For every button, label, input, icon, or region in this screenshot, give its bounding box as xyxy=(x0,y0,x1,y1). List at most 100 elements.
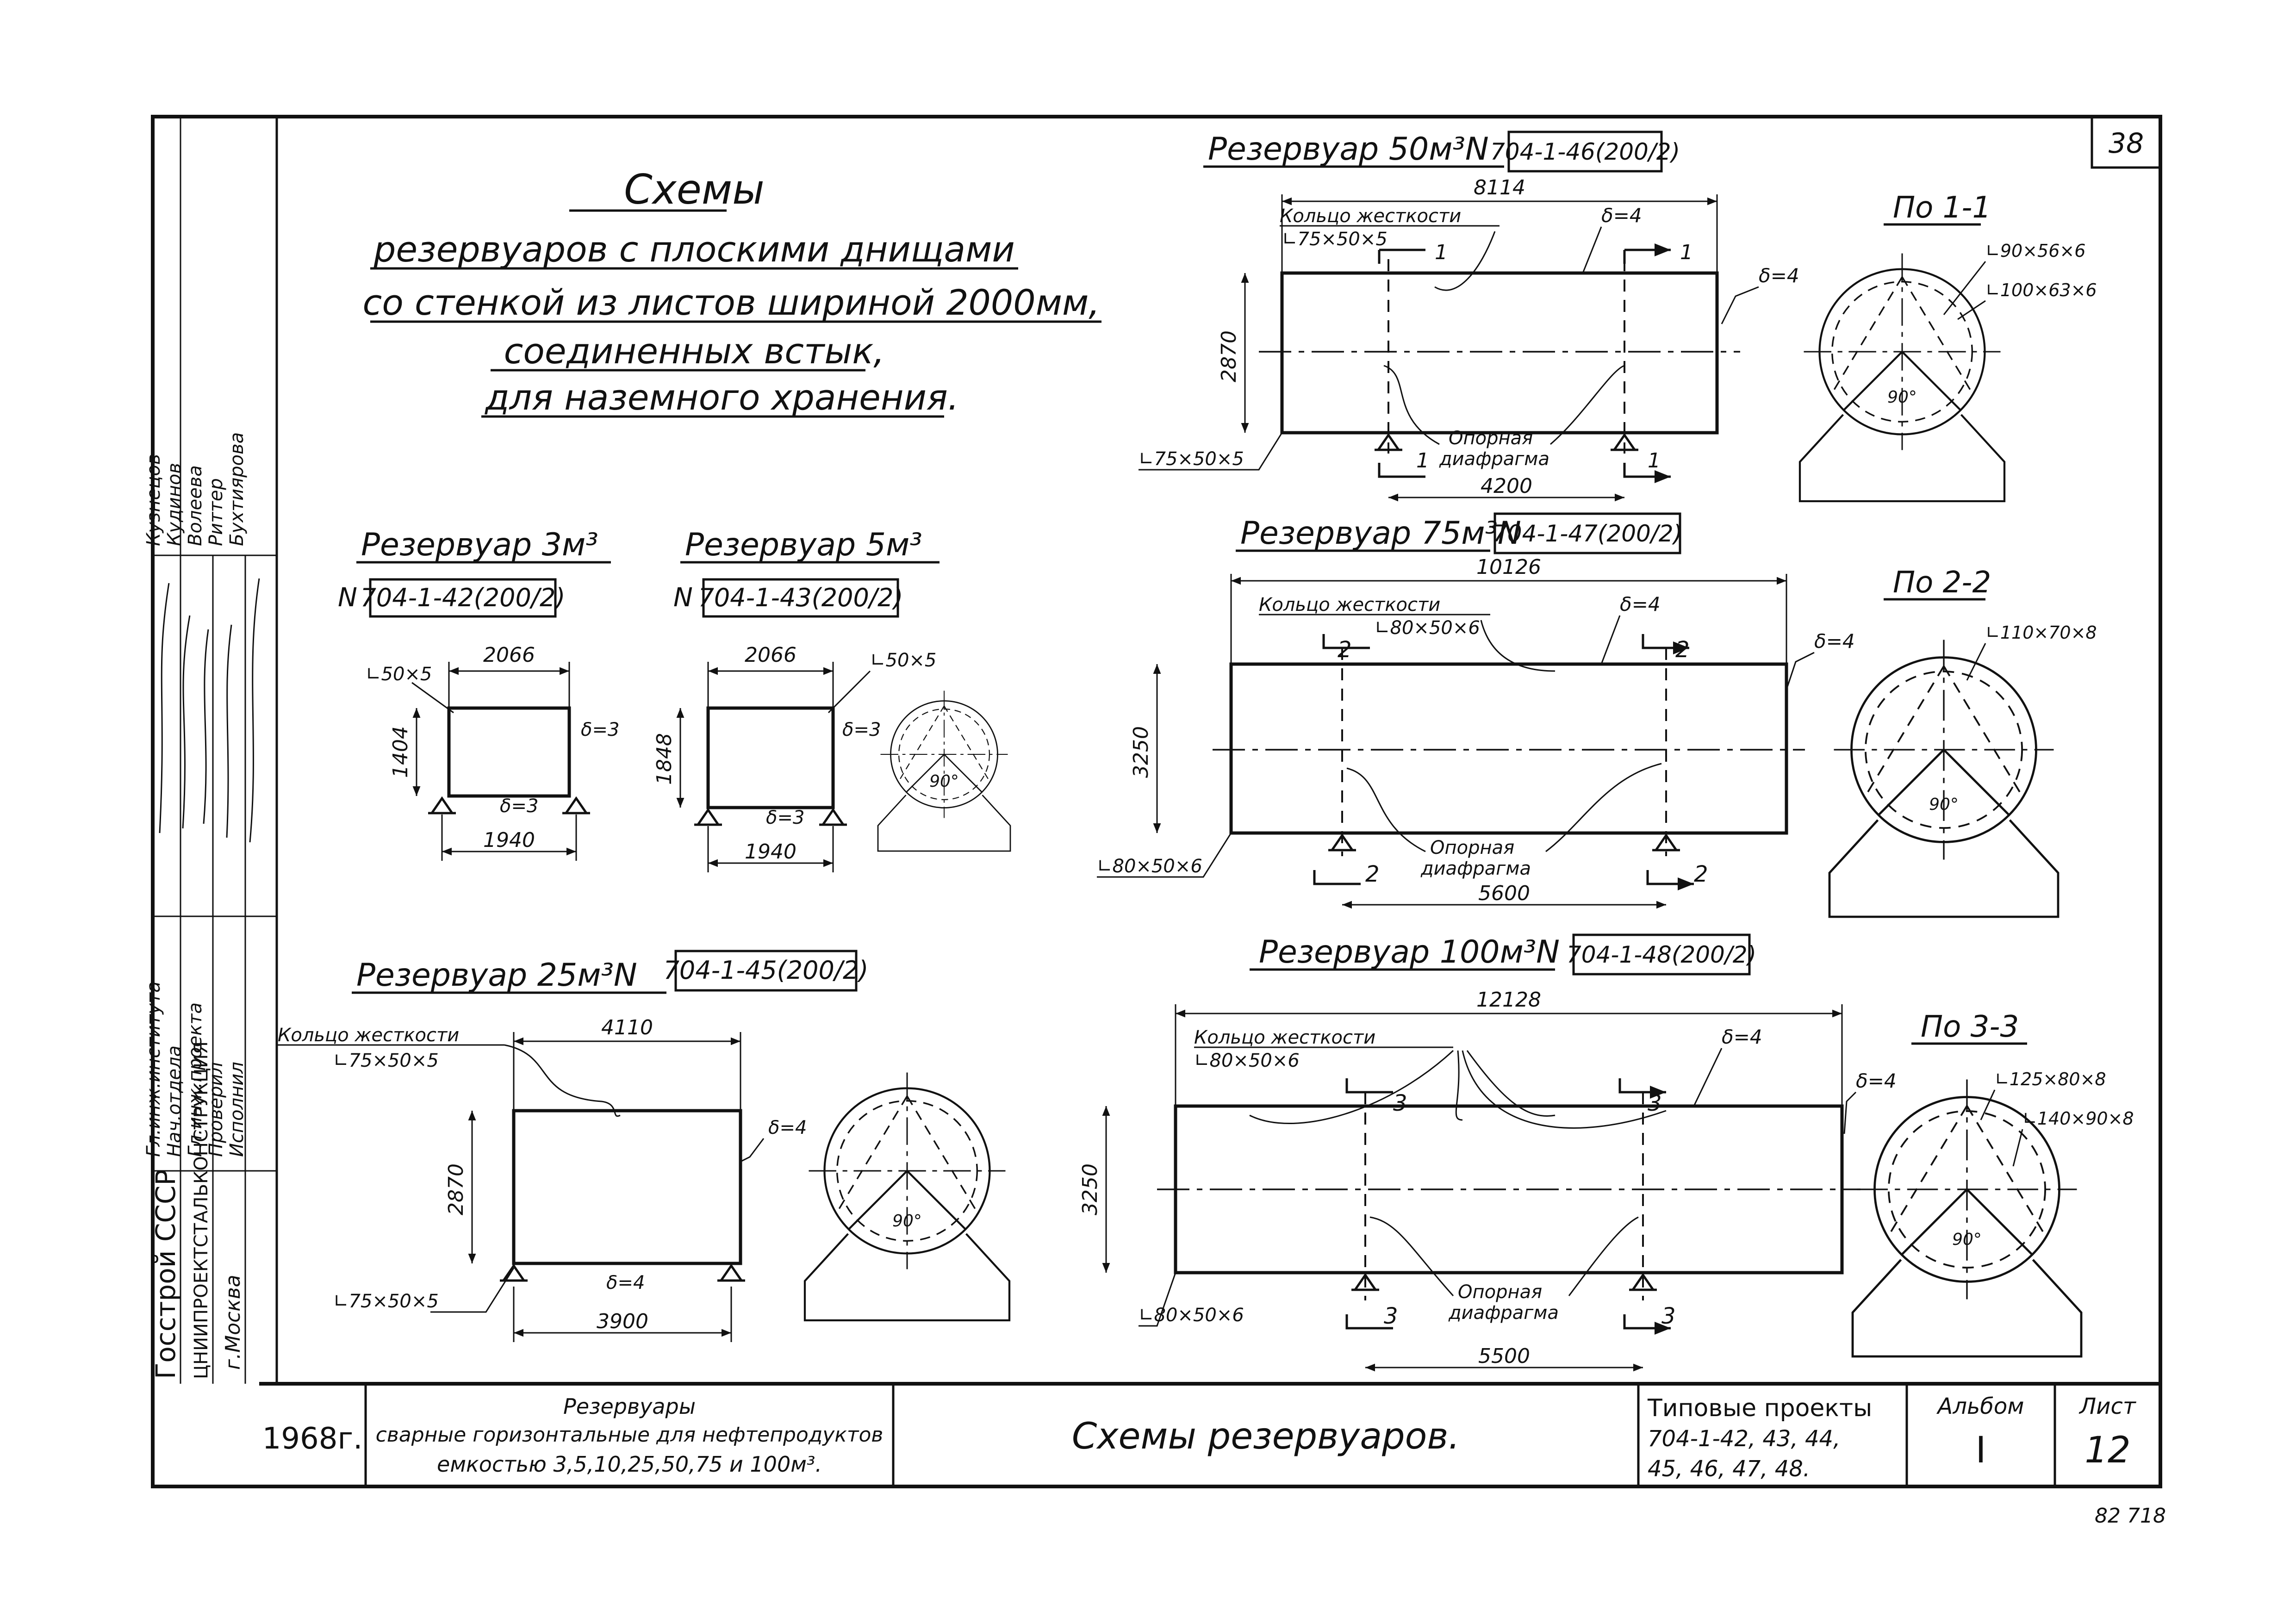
svg-text:Лист: Лист xyxy=(2078,1393,2137,1419)
svg-text:Проверил: Проверил xyxy=(205,1062,227,1157)
svg-text:2: 2 xyxy=(1338,637,1352,663)
svg-text:Гл.инж.института: Гл.инж.института xyxy=(143,981,164,1157)
tank-3-angle: ∟50×5 xyxy=(366,664,432,685)
svg-text:∟140×90×8: ∟140×90×8 xyxy=(2022,1108,2134,1129)
svg-text:2: 2 xyxy=(1365,861,1380,887)
svg-text:1: 1 xyxy=(1416,449,1429,473)
stamp-album: I xyxy=(1975,1430,1986,1471)
tank-25-support: 3900 xyxy=(597,1310,648,1333)
tank-5-section xyxy=(877,690,1011,852)
tank-100-length: 12128 xyxy=(1476,988,1541,1012)
svg-text:δ=3: δ=3 xyxy=(500,796,538,817)
tank-75-height: 3250 xyxy=(1129,726,1153,778)
tank-75-support: 5600 xyxy=(1478,882,1530,905)
title-block: 1968г. Резервуары сварные горизонтальные… xyxy=(259,1382,2160,1486)
tank-75-section-title: По 2-2 xyxy=(1893,566,1991,600)
svg-text:δ=4: δ=4 xyxy=(768,1117,807,1138)
main-title: Схемы резервуаров с плоскими днищами со … xyxy=(363,166,1101,418)
tank-100-section-title: По 3-3 xyxy=(1921,1010,2019,1044)
side-org: Госстрой СССР xyxy=(150,1169,181,1379)
tank-50-section xyxy=(1800,254,2004,502)
svg-text:сварные горизонтальные для неф: сварные горизонтальные для нефтепродукто… xyxy=(376,1423,884,1447)
svg-text:1: 1 xyxy=(1680,241,1693,264)
stamp-sheet-title: Схемы резервуаров. xyxy=(1072,1416,1460,1457)
svg-text:∟75×50×5: ∟75×50×5 xyxy=(333,1050,439,1071)
svg-text:Кудинов: Кудинов xyxy=(164,463,185,546)
tank-25-ring: Кольцо жесткости xyxy=(278,1025,459,1046)
tank-50-name: Резервуар 50м³N xyxy=(1208,131,1489,168)
svg-text:δ=3: δ=3 xyxy=(581,719,619,740)
svg-text:∟100×63×6: ∟100×63×6 xyxy=(1985,280,2097,300)
title-line5: для наземного хранения. xyxy=(484,377,959,418)
svg-text:∟75×50×5: ∟75×50×5 xyxy=(333,1291,439,1312)
svg-text:N: N xyxy=(673,583,693,613)
tank-75m3: Резервуар 75м³N 704-1-47(200/2) 10126 32… xyxy=(1097,512,2097,917)
tank-50-code: 704-1-46(200/2) xyxy=(1490,138,1680,165)
svg-text:δ=4: δ=4 xyxy=(1856,1070,1897,1092)
tank-3-code: 704-1-42(200/2) xyxy=(361,583,566,612)
tank-3-height: 1404 xyxy=(389,726,412,778)
svg-text:1: 1 xyxy=(1435,241,1448,264)
stamp-sheet: 12 xyxy=(2084,1430,2130,1471)
svg-text:Альбом: Альбом xyxy=(1936,1393,2024,1419)
svg-text:Кузнецов: Кузнецов xyxy=(143,454,164,546)
tank-5-code: 704-1-43(200/2) xyxy=(698,583,903,612)
tank-100-name: Резервуар 100м³N xyxy=(1259,934,1560,970)
tank-5-support: 1940 xyxy=(745,840,796,864)
stamp-year: 1968г. xyxy=(262,1422,363,1456)
svg-text:Риттер: Риттер xyxy=(205,478,227,546)
svg-text:Исполнил: Исполнил xyxy=(226,1062,248,1157)
svg-text:δ=4: δ=4 xyxy=(606,1272,645,1293)
svg-text:Волеева: Волеева xyxy=(185,465,206,546)
tank-25-section xyxy=(805,1073,1009,1321)
svg-text:3: 3 xyxy=(1393,1090,1407,1116)
svg-text:90°: 90° xyxy=(892,1212,922,1231)
tank-75-ring: Кольцо жесткости xyxy=(1259,594,1440,616)
svg-text:90°: 90° xyxy=(1952,1230,1982,1249)
tank-25-length: 4110 xyxy=(601,1016,653,1039)
tank-100-height: 3250 xyxy=(1078,1163,1102,1215)
svg-text:емкостью 3,5,10,25,50,75 и 100: емкостью 3,5,10,25,50,75 и 100м³. xyxy=(437,1452,822,1477)
tank-75-code: 704-1-47(200/2) xyxy=(1493,520,1682,547)
tank-25m3: Резервуар 25м³N 704-1-45(200/2) 4110 287… xyxy=(278,950,1009,1342)
svg-text:90°: 90° xyxy=(1887,388,1917,407)
tank-50-height: 2870 xyxy=(1217,330,1241,382)
svg-text:1: 1 xyxy=(1648,449,1661,473)
svg-text:Гл.инж.проекта: Гл.инж.проекта xyxy=(185,1002,206,1157)
svg-text:∟90×56×6: ∟90×56×6 xyxy=(1985,241,2085,261)
svg-text:704-1-42, 43, 44,: 704-1-42, 43, 44, xyxy=(1648,1426,1840,1452)
svg-text:45, 46, 47, 48.: 45, 46, 47, 48. xyxy=(1648,1456,1810,1482)
svg-text:3: 3 xyxy=(1661,1303,1676,1329)
svg-text:δ=4: δ=4 xyxy=(1814,630,1855,653)
tank-75-name: Резервуар 75м³N xyxy=(1240,515,1521,552)
svg-text:2: 2 xyxy=(1694,861,1708,887)
svg-text:∟75×50×5: ∟75×50×5 xyxy=(1282,229,1388,250)
title-line2: резервуаров с плоскими днищами xyxy=(373,229,1015,270)
sheet-number: 38 xyxy=(2109,127,2144,160)
tank-100m3: Резервуар 100м³N 704-1-48(200/2) 12128 3… xyxy=(1078,933,2134,1372)
tank-25-code: 704-1-45(200/2) xyxy=(664,956,869,985)
svg-text:Опорная: Опорная xyxy=(1430,837,1514,858)
tank-50-support: 4200 xyxy=(1481,474,1532,498)
tank-50-length: 8114 xyxy=(1474,176,1525,199)
svg-text:Типовые проекты: Типовые проекты xyxy=(1647,1394,1872,1422)
tank-50m3: Резервуар 50м³N 704-1-46(200/2) 8114 287… xyxy=(1139,131,2097,501)
svg-text:∟80×50×6: ∟80×50×6 xyxy=(1375,617,1480,639)
sheet-frame xyxy=(151,115,2162,1488)
tank-50-ring: Кольцо жесткости xyxy=(1280,205,1461,227)
tank-3-length: 2066 xyxy=(483,643,535,667)
tank-5-height: 1848 xyxy=(653,733,676,785)
tank-3-name: Резервуар 3м³ xyxy=(361,527,598,563)
tank-100-ring: Кольцо жесткости xyxy=(1194,1027,1375,1048)
tank-75-section xyxy=(1829,640,2058,917)
svg-text:δ=4: δ=4 xyxy=(1759,264,1799,287)
signatures xyxy=(159,578,260,843)
svg-text:Нач.отдела: Нач.отдела xyxy=(164,1045,185,1157)
svg-text:∟80×50×6: ∟80×50×6 xyxy=(1097,856,1202,877)
tank-5-name: Резервуар 5м³ xyxy=(685,527,922,563)
side-institute: ЦНИИПРОЕКТСТАЛЬКОНСТРУКЦИЯ xyxy=(191,1041,212,1379)
title-line4: соединенных встык, xyxy=(504,330,885,372)
tank-5m3: Резервуар 5м³ N 704-1-43(200/2) 2066 184… xyxy=(653,527,1011,872)
tank-5-length: 2066 xyxy=(745,643,796,667)
